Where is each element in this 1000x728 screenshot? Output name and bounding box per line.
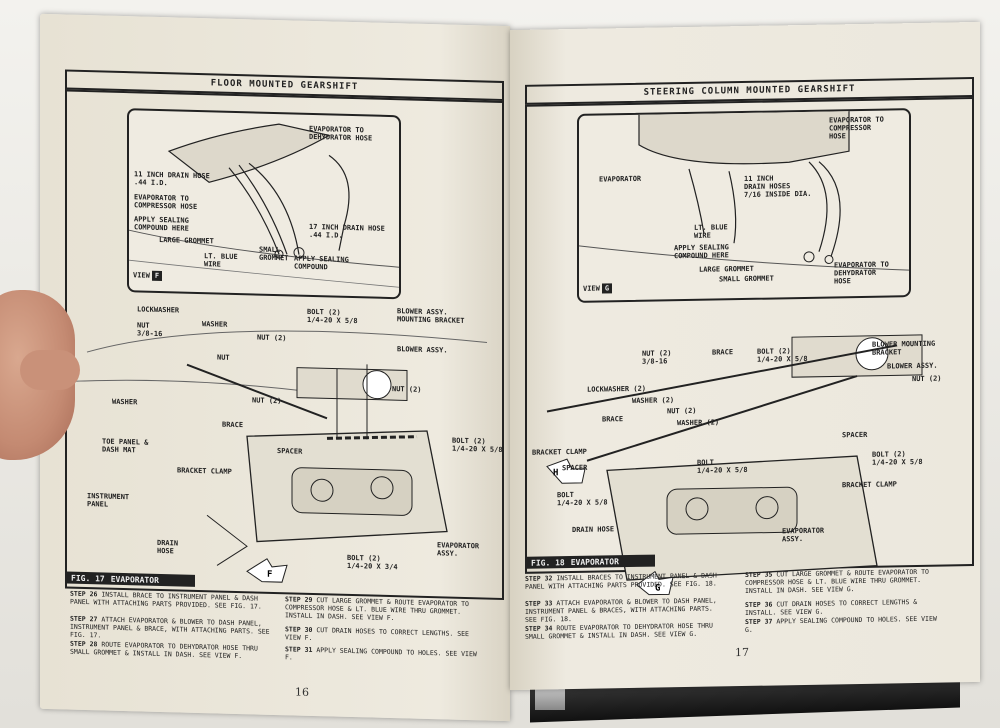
right-figure-frame: EVAPORATOR TO COMPRESSOR HOSE EVAPORATOR… (525, 97, 974, 596)
label-washer-2b-g: WASHER (2) (677, 418, 720, 428)
step-32: STEP 32 INSTALL BRACES TO INSTRUMENT PAN… (525, 571, 717, 591)
label-lockwasher-g: LOCKWASHER (2) (587, 384, 647, 394)
label-apply-sealing-g: APPLY SEALING COMPOUND HERE (674, 243, 729, 261)
label-bolt-34: BOLT (2) 1/4-20 X 3/4 (347, 553, 398, 572)
fig-18-title: EVAPORATOR (570, 556, 619, 567)
label-11in-drain-hose: 11 INCH DRAIN HOSE .44 I.D. (134, 170, 210, 188)
label-toe-panel: TOE PANEL & DASH MAT (102, 437, 149, 455)
right-page: STEERING COLUMN MOUNTED GEARSHIFT EVAPOR… (510, 21, 980, 691)
label-bracket-clamp-g: BRACKET CLAMP (532, 447, 587, 457)
step-33: STEP 33 ATTACH EVAPORATOR & BLOWER TO DA… (525, 596, 717, 624)
label-blower-bracket-g: BLOWER MOUNTING BRACKET (872, 339, 936, 357)
label-bracket-clamp2-g: BRACKET CLAMP (842, 480, 897, 490)
step-37: STEP 37 APPLY SEALING COMPOUND TO HOLES.… (745, 614, 937, 634)
view-g-inset: EVAPORATOR TO COMPRESSOR HOSE EVAPORATOR… (577, 108, 911, 303)
label-apply-sealing: APPLY SEALING COMPOUND (294, 254, 349, 272)
view-f-inset: EVAPORATOR TO DEHYDRATOR HOSE 11 INCH DR… (127, 108, 401, 300)
label-nut-2b: NUT (2) (252, 396, 282, 406)
label-washer: WASHER (202, 320, 228, 329)
fig-18-number: FIG. 18 (531, 557, 565, 568)
fig-17-title: EVAPORATOR (110, 574, 159, 585)
label-brace: BRACE (222, 420, 244, 430)
label-evaporator-g: EVAPORATOR (599, 174, 642, 184)
label-brace-g: BRACE (712, 348, 734, 357)
label-spacer2-g: SPACER (562, 463, 588, 473)
step-31: STEP 31 APPLY SEALING COMPOUND TO HOLES.… (285, 645, 477, 662)
label-washer-2-g: WASHER (2) (632, 396, 675, 405)
label-blower-assy-g: BLOWER ASSY. (887, 361, 938, 371)
label-bolt-58-g: BOLT (2) 1/4-20 X 5/8 (757, 347, 808, 364)
arrow-f-letter: F (267, 570, 272, 580)
label-evap-dehyd-hose-g: EVAPORATOR TO DEHYDRATOR HOSE (834, 260, 889, 286)
label-drain-hose-g: DRAIN HOSE (572, 525, 615, 535)
label-small-grommet-g: SMALL GROMMET (719, 274, 774, 284)
label-nut-3818: NUT 3/8-16 (137, 321, 163, 339)
view-f-drawing (128, 123, 400, 288)
label-bolt-2: BOLT (2) 1/4-20 X 5/8 (307, 307, 358, 326)
view-g-drawing (578, 111, 910, 271)
left-page: FLOOR MOUNTED GEARSHIFT EVAPORATOR TO DE… (40, 13, 510, 722)
label-large-grommet-g: LARGE GROMMET (699, 264, 754, 274)
holding-thumb (20, 350, 80, 390)
arrow-h-letter: H (553, 468, 558, 478)
label-drain-hoses-g: 11 INCH DRAIN HOSES 7/16 INSIDE DIA. (744, 174, 812, 200)
label-nut-2-g: NUT (2) (912, 374, 942, 384)
label-bolt-58c-g: BOLT 1/4-20 X 5/8 (557, 490, 608, 508)
label-apply-sealing-here: APPLY SEALING COMPOUND HERE (134, 215, 189, 233)
fig-18-title-bar: FIG. 18 EVAPORATOR (527, 554, 655, 569)
label-washer-2: WASHER (112, 397, 138, 407)
label-lockwasher: LOCKWASHER (137, 305, 180, 315)
left-figure-frame: EVAPORATOR TO DEHYDRATOR HOSE 11 INCH DR… (65, 89, 504, 600)
label-blower-bracket: BLOWER ASSY. MOUNTING BRACKET (397, 307, 465, 325)
label-nut-2b-g: NUT (2) (667, 406, 697, 416)
step-30: STEP 30 CUT DRAIN HOSES TO CORRECT LENGT… (285, 625, 469, 642)
evaporator-exploded-drawing-left: F (66, 330, 488, 583)
label-blower-assy: BLOWER ASSY. (397, 345, 448, 355)
arrow-g-letter: G (655, 583, 660, 593)
label-bolt-2-g: BOLT (2) 1/4-20 X 5/8 (872, 450, 923, 467)
step-29: STEP 29 CUT LARGE GROMMET & ROUTE EVAPOR… (285, 595, 469, 623)
label-large-grommet: LARGE GROMMET (159, 235, 214, 246)
label-nut-2: NUT (2) (257, 333, 287, 343)
label-evap-dehyd-hose: EVAPORATOR TO DEHYDRATOR HOSE (309, 124, 373, 143)
label-evap-comp-hose-g: EVAPORATOR TO COMPRESSOR HOSE (829, 115, 884, 141)
label-small-grommet: SMALL GROMMET (259, 245, 289, 263)
label-spacer-g: SPACER (842, 430, 868, 440)
label-spacer: SPACER (277, 447, 303, 456)
label-nut: NUT (217, 353, 230, 362)
label-lt-blue-wire-g: LT. BLUE WIRE (694, 223, 728, 240)
label-17in-drain-hose: 17 INCH DRAIN HOSE .44 I.D. (309, 222, 385, 240)
label-lt-blue-wire: LT. BLUE WIRE (204, 252, 238, 269)
fig-17-number: FIG. 17 (71, 573, 105, 584)
label-bracket-clamp: BRACKET CLAMP (177, 466, 232, 476)
label-bolt-58: BOLT (2) 1/4-20 X 5/8 (452, 436, 503, 454)
label-drain-hose: DRAIN HOSE (157, 538, 179, 556)
label-evaporator-assy-g: EVAPORATOR ASSY. (782, 526, 825, 544)
label-nut-3818-g: NUT (2) 3/8-16 (642, 349, 672, 366)
label-nut-2c: NUT (2) (392, 385, 422, 394)
label-brace2-g: BRACE (602, 415, 624, 424)
evaporator-exploded-drawing-right: H G (546, 334, 923, 596)
page-number-right: 17 (735, 645, 749, 660)
page-number-left: 16 (295, 685, 309, 699)
open-manual: FLOOR MOUNTED GEARSHIFT EVAPORATOR TO DE… (40, 13, 995, 723)
label-bolt-58b-g: BOLT 1/4-20 X 5/8 (697, 458, 748, 475)
step-35: STEP 35 CUT LARGE GROMMET & ROUTE EVAPOR… (745, 567, 929, 595)
label-instrument-panel: INSTRUMENT PANEL (87, 492, 130, 509)
step-34: STEP 34 ROUTE EVAPORATOR TO DEHYDRATOR H… (525, 621, 713, 641)
label-evap-comp-hose: EVAPORATOR TO COMPRESSOR HOSE (134, 193, 198, 211)
label-evaporator-assy: EVAPORATOR ASSY. (437, 541, 480, 558)
